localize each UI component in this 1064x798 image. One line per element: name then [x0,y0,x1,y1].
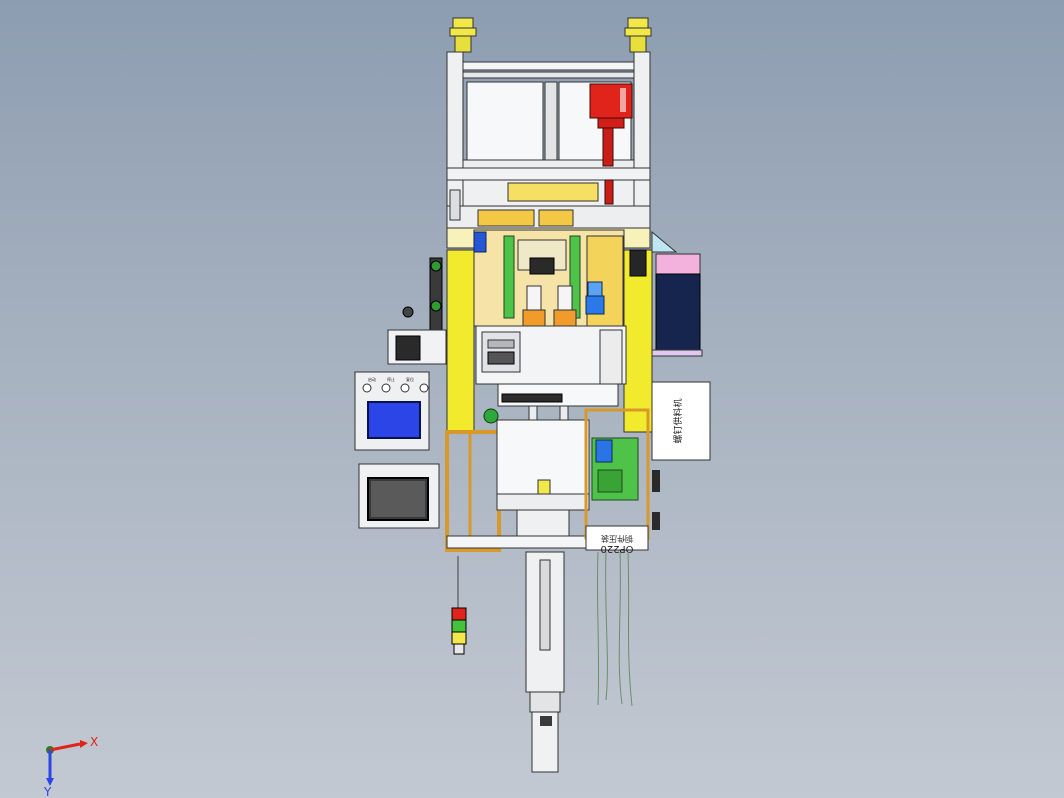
station-name: 铜件压装 [601,534,633,544]
fixture-block [475,325,627,385]
side-placard: 螺钉供料机 [651,381,711,461]
signal-tower [451,556,467,655]
guide-rail [497,383,619,407]
lower-frame [445,408,650,552]
left-hoses [387,257,447,365]
hmi-button-1-label: 启动 [368,376,376,382]
green-button [483,408,499,424]
side-placard-label: 螺钉供料机 [672,398,684,443]
station-id: OP220 [601,543,634,554]
hmi-button-3-label: 复位 [406,376,414,382]
cable-clip-lower [652,512,660,530]
axis-triad: X Y [43,735,98,798]
red-motor [589,83,633,205]
hmi-button-2-label: 停止 [387,376,395,382]
main-yellow-frame [446,227,653,433]
top-post-cap-right [624,17,652,53]
bottom-servo [525,551,565,773]
hanging-cables [596,551,633,707]
cable-clip [652,470,660,492]
triad-x-label: X [90,735,98,749]
station-plate: 铜件压装 OP220 [585,525,649,554]
top-post-cap-left [449,17,477,53]
green-panel [591,437,639,501]
upper-frame [446,51,651,229]
touch-monitor [358,463,440,529]
control-panel: 启动 停止 复位 [354,371,430,451]
triad-y-label: Y [43,785,52,798]
navy-box [651,230,703,357]
blue-probe [585,281,605,315]
